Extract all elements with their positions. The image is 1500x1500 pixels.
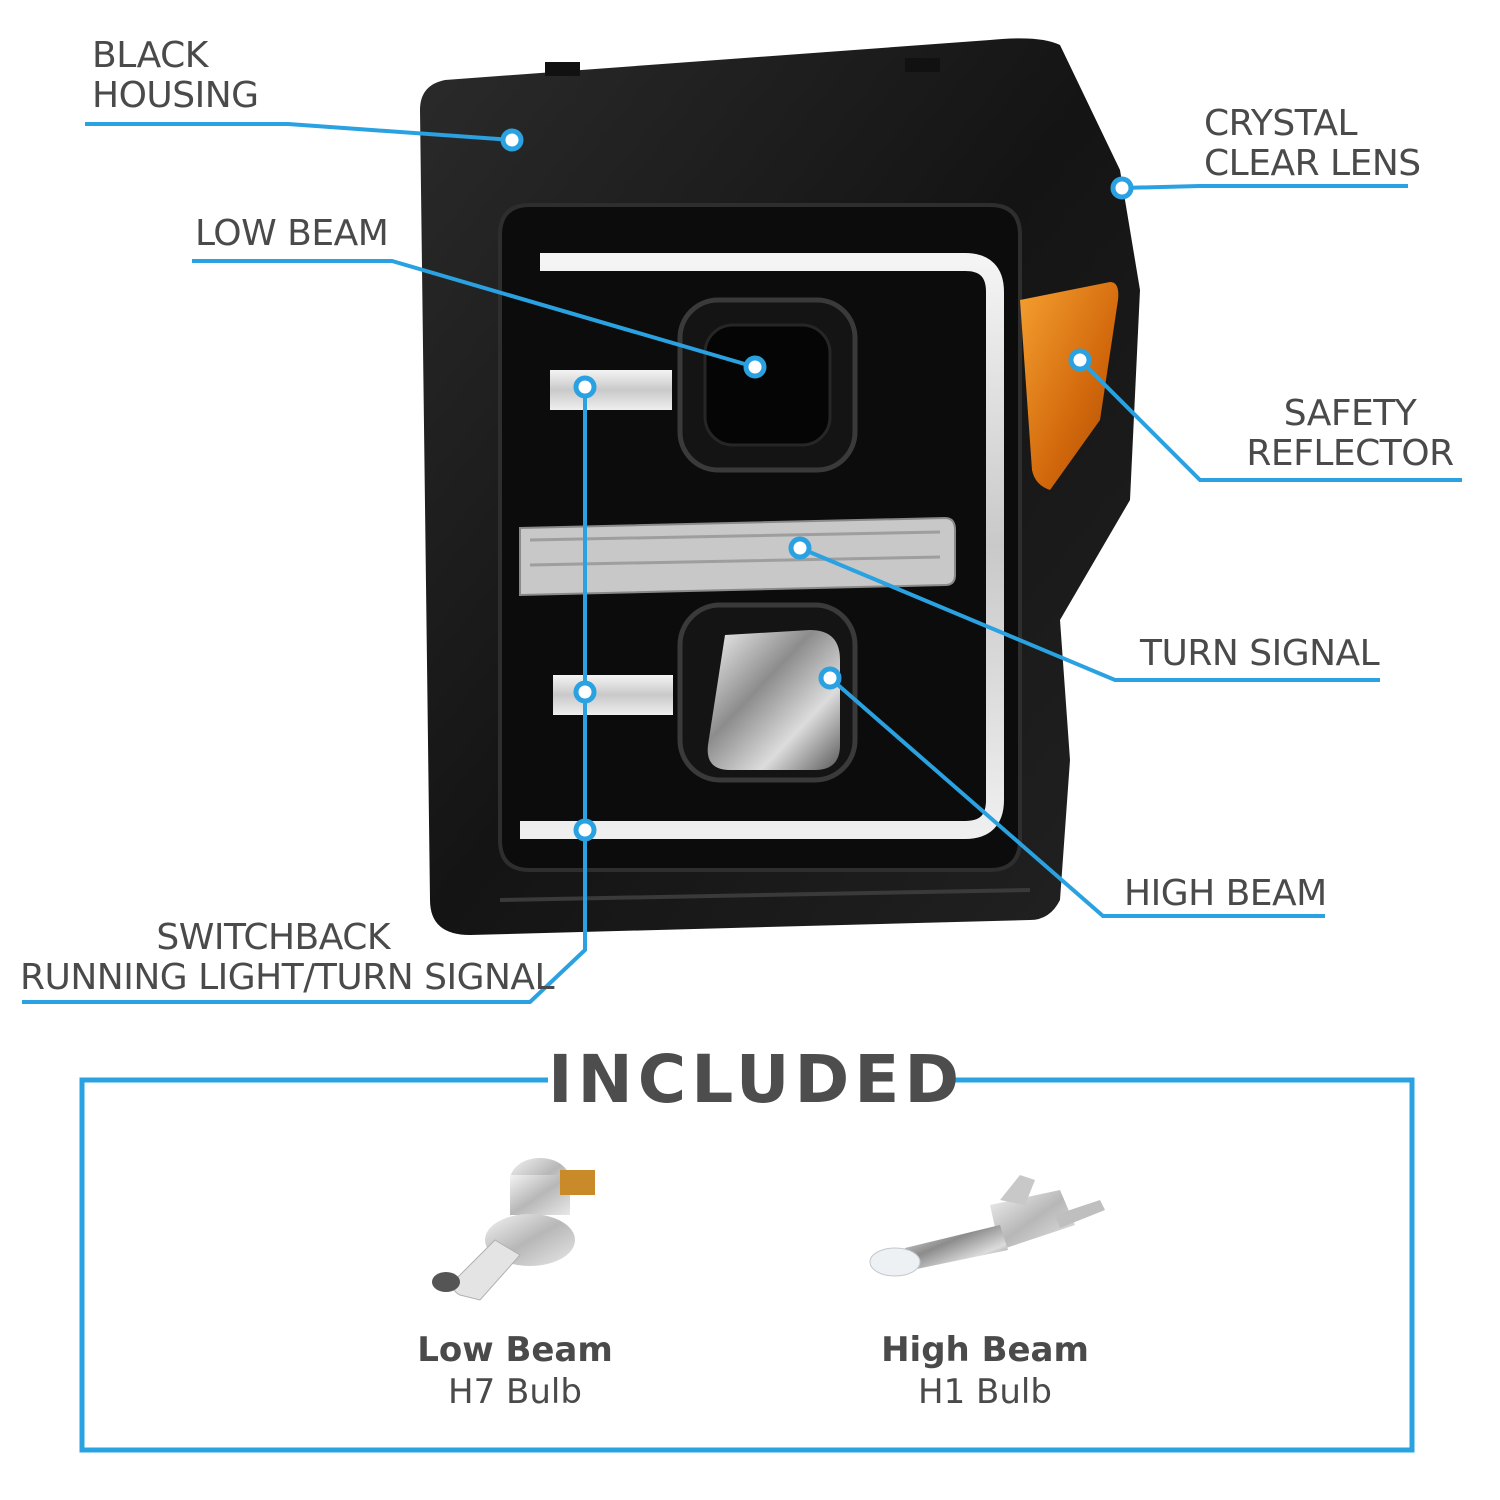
switchback-dot-middle [573,680,597,704]
crystal-clear-lens-line-2: CLEAR LENS [1204,143,1421,184]
headlight-housing [420,38,1140,936]
low-beam-line [192,259,756,369]
turn-signal-text: TURN SIGNAL [1140,633,1380,674]
low-beam-bulb-type: H7 Bulb [448,1372,582,1412]
safety-reflector-label: SAFETY REFLECTOR [1245,394,1455,474]
callout-lines [22,122,1462,1004]
crystal-clear-lens-dot [1110,176,1134,200]
low-beam-text: LOW BEAM [195,213,389,254]
high-beam-dot [818,666,842,690]
low-beam-dot [743,355,767,379]
callout-dots [500,128,1134,842]
low-beam-bulb-name: Low Beam [417,1330,613,1370]
switchback-dot-lower [573,818,597,842]
black-housing-line-1: BLACK [92,35,208,76]
crystal-clear-lens-line-1: CRYSTAL [1204,103,1358,144]
black-housing-dot [500,128,524,152]
included-box [79,1077,1415,1453]
black-housing-label: BLACK HOUSING [92,36,259,116]
high-beam-bulb-name: High Beam [881,1330,1089,1370]
safety-reflector-dot [1068,348,1092,372]
h1-bulb-image [869,1175,1105,1277]
included-title: INCLUDED [548,1040,965,1120]
switchback-label: SWITCHBACK RUNNING LIGHT/TURN SIGNAL [20,917,555,998]
high-beam-line [828,676,1325,918]
switchback-line [22,387,587,1004]
switchback-line-1: SWITCHBACK [156,917,390,958]
high-beam-label: HIGH BEAM [1124,874,1327,914]
high-beam-text: HIGH BEAM [1124,873,1327,914]
h7-bulb-image [432,1158,595,1301]
turn-signal-label: TURN SIGNAL [1140,633,1380,674]
crystal-clear-lens-label: CRYSTAL CLEAR LENS [1204,104,1421,184]
crystal-clear-lens-line [1121,184,1408,190]
black-housing-line [85,122,513,142]
safety-reflector-line-2: REFLECTOR [1246,433,1454,474]
switchback-dot-upper [573,375,597,399]
black-housing-line-2: HOUSING [92,75,259,116]
high-beam-bulb-type: H1 Bulb [918,1372,1052,1412]
safety-reflector-line [1078,358,1462,482]
switchback-line-2: RUNNING LIGHT/TURN SIGNAL [20,957,555,998]
turn-signal-dot [788,536,812,560]
turn-signal-line [799,546,1380,682]
low-beam-label: LOW BEAM [195,213,389,254]
safety-reflector-line-1: SAFETY [1283,393,1417,434]
